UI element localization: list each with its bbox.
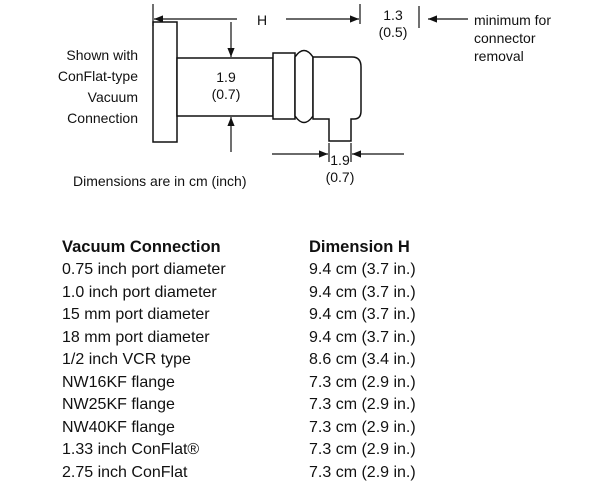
- dimension-clearance: [418, 6, 468, 28]
- gauge-body: [176, 57, 274, 117]
- dimension-cell: 7.3 cm (2.9 in.): [309, 441, 416, 458]
- connection-cell: 1.33 inch ConFlat®: [62, 441, 200, 458]
- clearance-note-line1: minimum for: [474, 12, 551, 28]
- shown-with-line4: Connection: [67, 110, 138, 126]
- table-header: Vacuum Connection Dimension H: [62, 235, 482, 259]
- dimension-h-label: H: [257, 12, 267, 28]
- dimension-cell: 7.3 cm (2.9 in.): [309, 418, 416, 436]
- dimension-cell: 9.4 cm (3.7 in.): [309, 283, 416, 301]
- body-value: 1.9: [216, 69, 236, 85]
- dimension-cell: 9.4 cm (3.7 in.): [309, 261, 416, 278]
- clearance-note-line3: removal: [474, 48, 524, 64]
- header-dimension-h: Dimension H: [309, 238, 410, 256]
- dimension-cell: 7.3 cm (2.9 in.): [309, 463, 416, 481]
- clearance-value-inch: (0.5): [379, 24, 408, 40]
- connection-cell: 1/2 inch VCR type: [62, 351, 191, 368]
- connection-cell: NW40KF flange: [62, 418, 175, 436]
- connection-cell: NW16KF flange: [62, 373, 175, 391]
- table-row: 2.75 inch ConFlat 7.3 cm (2.9 in.): [62, 462, 482, 485]
- connection-cell: NW25KF flange: [62, 396, 175, 413]
- clearance-note-line2: connector: [474, 30, 536, 46]
- dimension-cell: 9.4 cm (3.7 in.): [309, 306, 416, 323]
- gauge-dimension-diagram: H 1.3 (0.5) minimum for connector remova…: [58, 4, 551, 189]
- connector-housing: [312, 56, 362, 142]
- table-row: 0.75 inch port diameter 9.4 cm (3.7 in.): [62, 259, 482, 282]
- dimension-connector: [272, 143, 404, 162]
- table-row: 18 mm port diameter 9.4 cm (3.7 in.): [62, 327, 482, 350]
- dimension-cell: 7.3 cm (2.9 in.): [309, 373, 416, 391]
- connector-value-inch: (0.7): [326, 169, 355, 185]
- shown-with-line2: ConFlat-type: [58, 68, 138, 84]
- table-row: NW40KF flange 7.3 cm (2.9 in.): [62, 417, 482, 440]
- table-row: NW16KF flange 7.3 cm (2.9 in.): [62, 372, 482, 395]
- table-row: 1.0 inch port diameter 9.4 cm (3.7 in.): [62, 282, 482, 305]
- connection-cell: 1.0 inch port diameter: [62, 283, 217, 301]
- conflat-flange: [152, 21, 178, 143]
- dimension-cell: 9.4 cm (3.7 in.): [309, 328, 416, 346]
- table-row: NW25KF flange 7.3 cm (2.9 in.): [62, 394, 482, 417]
- shown-with-line3: Vacuum: [88, 89, 138, 105]
- table-row: 1.33 inch ConFlat® 7.3 cm (2.9 in.): [62, 439, 482, 462]
- clearance-value: 1.3: [383, 7, 403, 23]
- connector-value: 1.9: [330, 152, 350, 168]
- table-row: 1/2 inch VCR type 8.6 cm (3.4 in.): [62, 349, 482, 372]
- gauge-outline: [152, 21, 362, 143]
- dimension-h: [152, 4, 361, 26]
- gauge-collar: [272, 52, 296, 120]
- units-note: Dimensions are in cm (inch): [73, 173, 247, 189]
- body-value-inch: (0.7): [212, 86, 241, 102]
- dimension-table: Vacuum Connection Dimension H 0.75 inch …: [62, 235, 482, 484]
- shown-with-line1: Shown with: [66, 47, 138, 63]
- connection-cell: 15 mm port diameter: [62, 306, 210, 323]
- header-vacuum-connection: Vacuum Connection: [62, 238, 221, 256]
- connection-cell: 18 mm port diameter: [62, 328, 210, 346]
- table-row: 15 mm port diameter 9.4 cm (3.7 in.): [62, 304, 482, 327]
- dimension-cell: 7.3 cm (2.9 in.): [309, 396, 416, 413]
- gauge-collar-band: [294, 49, 314, 124]
- connection-cell: 2.75 inch ConFlat: [62, 463, 188, 481]
- dimension-cell: 8.6 cm (3.4 in.): [309, 351, 416, 368]
- connection-cell: 0.75 inch port diameter: [62, 261, 226, 278]
